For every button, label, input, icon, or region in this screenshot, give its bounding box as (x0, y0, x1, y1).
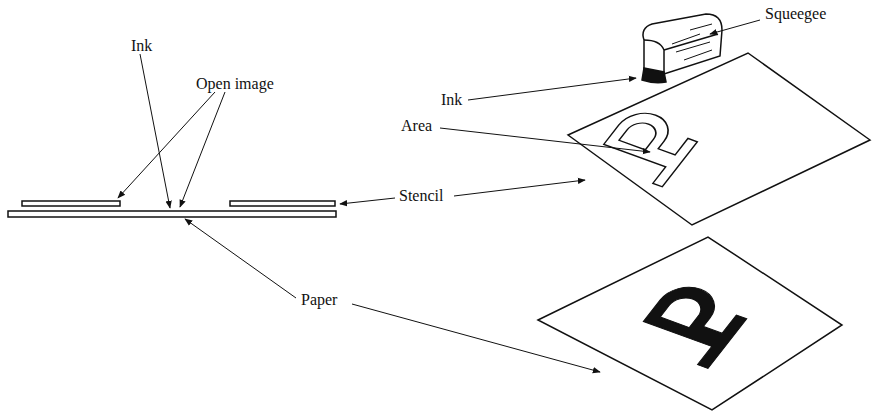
printed-image (629, 280, 754, 368)
leader-lines (118, 20, 760, 372)
stencil-label: Stencil (398, 188, 444, 204)
area-label: Area (400, 118, 433, 134)
open-image-label: Open image (195, 76, 275, 92)
stencil-section (22, 201, 120, 206)
paper-label: Paper (300, 292, 338, 308)
paper-sheet (538, 237, 842, 410)
cross-section (8, 201, 336, 217)
ink-label: Ink (440, 92, 463, 108)
ink-blob (642, 68, 666, 83)
paper-section (8, 211, 336, 217)
stencil-sheet (568, 53, 870, 225)
ink-label: Ink (130, 38, 153, 54)
stencil-section (230, 201, 335, 206)
squeegee-label: Squeegee (764, 6, 827, 22)
